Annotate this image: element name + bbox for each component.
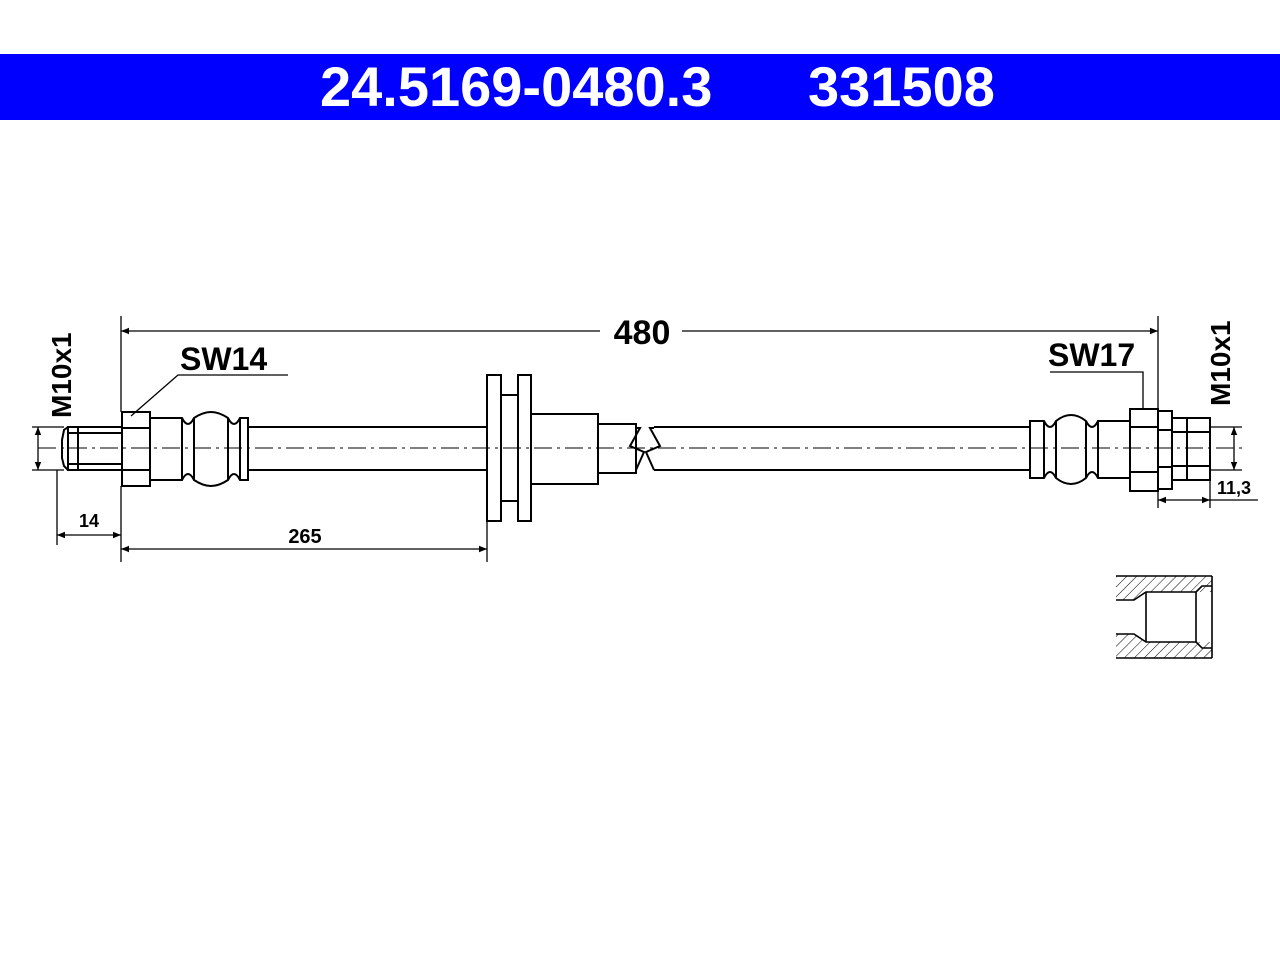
thread-length-label: 14 [79, 511, 99, 531]
left-fitting [61, 411, 249, 487]
port-section-detail [1116, 575, 1213, 659]
dimension-overall-length [120, 316, 1159, 412]
right-fitting [1029, 408, 1211, 492]
break-symbol [628, 427, 662, 471]
right-thread-label: M10x1 [1205, 320, 1236, 406]
hose-left-section [248, 426, 487, 471]
left-hex-sw14 [121, 411, 151, 487]
part-number: 24.5169-0480.3 [320, 55, 713, 118]
dimension-right-thread [1210, 426, 1242, 471]
dimension-bracket-position [121, 521, 488, 562]
reference-number: 331508 [808, 55, 995, 118]
title-bar: 24.5169-0480.3 331508 [0, 54, 1280, 120]
bracket-position-label: 265 [288, 526, 321, 548]
right-wrench-size: SW17 [1048, 337, 1135, 373]
sw17-leader [1050, 371, 1144, 409]
right-end-label: 11,3 [1217, 478, 1251, 498]
right-hex-sw17 [1129, 408, 1159, 492]
left-thread-label: M10x1 [46, 332, 77, 418]
dimension-left-thread [32, 426, 64, 471]
hose-right-section [654, 426, 1030, 471]
overall-length-label: 480 [614, 314, 671, 352]
left-wrench-size: SW14 [180, 341, 267, 377]
sw14-leader [130, 374, 288, 417]
dimension-right-end [1157, 480, 1258, 508]
